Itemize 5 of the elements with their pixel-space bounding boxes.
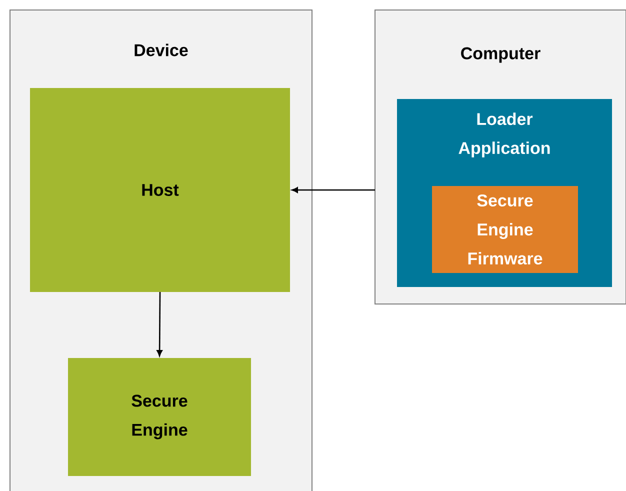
arrow [292,187,375,193]
arrow [156,292,162,356]
firmware-box: Secure Engine Firmware [432,186,578,273]
process-box: Secure Engine [68,358,251,476]
process-box: Host [30,88,290,292]
